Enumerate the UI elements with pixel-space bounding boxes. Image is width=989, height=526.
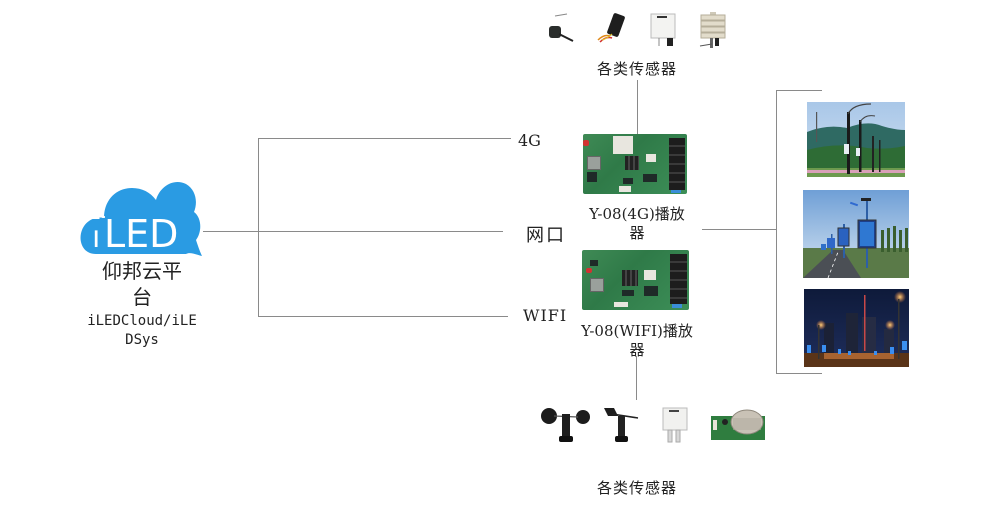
iled-cloud-logo: ıLED xyxy=(78,174,202,258)
branch-line-wifi xyxy=(258,316,508,317)
connection-label-wifi: WIFI xyxy=(523,306,568,325)
anemometer-icon xyxy=(540,408,592,446)
player-wifi-label-line1: Y-08(WIFI)播放 xyxy=(581,322,693,340)
display-connector-line xyxy=(702,229,777,230)
sensors-bottom-connector-line xyxy=(636,356,637,400)
light-pole-screens-road-photo xyxy=(803,190,909,278)
wind-vane-icon xyxy=(602,406,642,446)
temperature-humidity-sensor-icon xyxy=(649,12,677,48)
platform-system-line1: iLEDCloud/iLE xyxy=(87,313,197,329)
light-pole-screens-night-photo xyxy=(804,289,909,367)
player-4g-label-line2: 器 xyxy=(629,224,645,242)
player-wifi-label-line2: 器 xyxy=(629,341,645,359)
water-level-sensor-icon xyxy=(545,12,575,44)
branch-line-ethernet xyxy=(258,231,503,232)
sensor-module-icon xyxy=(594,10,630,46)
connection-label-4g: 4G xyxy=(518,131,541,150)
temperature-humidity-sensor-icon-bottom xyxy=(660,406,690,446)
connection-label-ethernet: 网口 xyxy=(526,225,566,246)
logo-text: ıLED xyxy=(92,212,178,256)
branch-line-4g xyxy=(258,138,511,139)
player-board-4g-image xyxy=(583,134,687,194)
sensors-top-connector-line xyxy=(637,80,638,135)
platform-connector-line xyxy=(203,231,259,232)
player-4g-label-line1: Y-08(4G)播放 xyxy=(589,205,685,223)
sensors-top-label: 各类传感器 xyxy=(597,60,678,78)
platform-name-line2: 台 xyxy=(132,285,152,309)
platform-system-line2: DSys xyxy=(125,332,159,348)
display-bracket-bottom xyxy=(776,373,822,374)
louver-box-sensor-icon xyxy=(698,10,728,50)
gas-sensor-board-icon xyxy=(709,408,767,442)
display-bracket-vertical xyxy=(776,90,777,374)
light-pole-screens-mountain-photo xyxy=(807,102,905,177)
platform-name-line1: 仰邦云平 xyxy=(102,259,182,283)
sensors-bottom-label: 各类传感器 xyxy=(597,479,678,497)
player-board-wifi-image xyxy=(582,250,689,310)
branch-vertical-line xyxy=(258,138,259,317)
display-bracket-top xyxy=(776,90,822,91)
cloud-icon: ıLED xyxy=(80,181,202,256)
